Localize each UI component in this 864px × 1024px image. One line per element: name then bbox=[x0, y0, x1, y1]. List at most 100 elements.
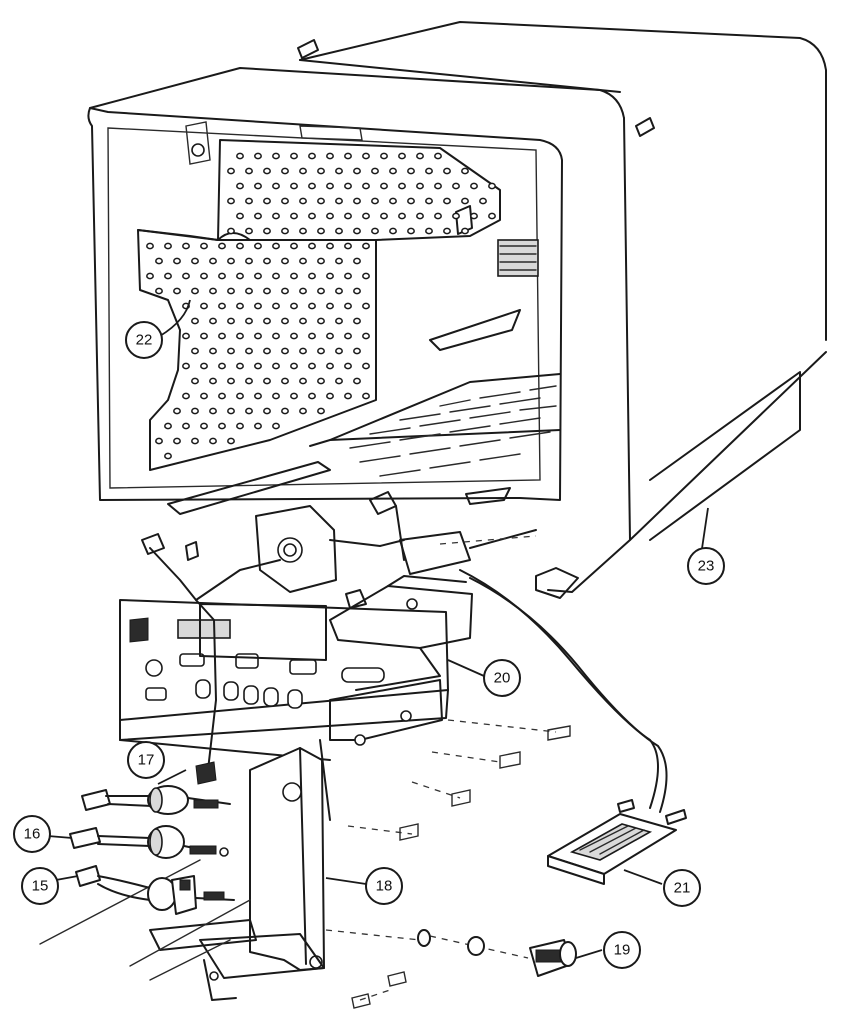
perforation-hole bbox=[335, 377, 343, 385]
perforation-hole bbox=[362, 332, 370, 340]
perforation-hole bbox=[236, 302, 244, 310]
perforation-hole bbox=[209, 407, 217, 415]
perforation-hole bbox=[470, 212, 478, 220]
chassis-back-panel bbox=[119, 599, 449, 761]
perforation-hole bbox=[398, 152, 406, 160]
perforation-hole bbox=[362, 392, 370, 400]
perforation-hole bbox=[209, 377, 217, 385]
ferrite-cable-16 bbox=[69, 825, 229, 859]
perforation-hole bbox=[281, 317, 289, 325]
perforation-hole bbox=[326, 182, 334, 190]
perforation-hole bbox=[317, 347, 325, 355]
perforation-hole bbox=[191, 347, 199, 355]
perforation-hole bbox=[209, 287, 217, 295]
callout-18-label: 18 bbox=[376, 878, 393, 895]
perforation-hole bbox=[308, 212, 316, 220]
perforation-hole bbox=[353, 347, 361, 355]
perforation-hole bbox=[200, 362, 208, 370]
perforation-hole bbox=[227, 257, 235, 265]
d-sub-connector bbox=[547, 799, 687, 885]
callout-19-label: 19 bbox=[614, 942, 631, 959]
perforation-hole bbox=[452, 182, 460, 190]
perforation-hole bbox=[389, 227, 397, 235]
perforation-hole bbox=[254, 182, 262, 190]
perforation-hole bbox=[236, 242, 244, 250]
perforation-hole bbox=[326, 392, 334, 400]
perforation-hole bbox=[236, 422, 244, 430]
perforation-hole bbox=[281, 227, 289, 235]
perforation-hole bbox=[335, 257, 343, 265]
perforation-hole bbox=[236, 272, 244, 280]
vent-slots bbox=[349, 385, 557, 477]
perforation-hole bbox=[416, 182, 424, 190]
perforation-hole bbox=[461, 227, 469, 235]
callout-20: 20 bbox=[483, 659, 521, 697]
perforation-hole bbox=[227, 377, 235, 385]
perforation-hole bbox=[209, 317, 217, 325]
perforation-hole bbox=[209, 347, 217, 355]
control-knob-19 bbox=[417, 929, 577, 977]
perforation-hole bbox=[182, 392, 190, 400]
perforation-hole bbox=[308, 392, 316, 400]
perforation-hole bbox=[218, 362, 226, 370]
callout-15-label: 15 bbox=[32, 878, 49, 895]
perforation-hole bbox=[353, 167, 361, 175]
cabinet-housing bbox=[87, 21, 827, 599]
perforation-hole bbox=[362, 362, 370, 370]
perforation-holes bbox=[146, 152, 496, 460]
perforation-hole bbox=[191, 317, 199, 325]
perforation-hole bbox=[272, 212, 280, 220]
perforation-hole bbox=[362, 212, 370, 220]
perforation-hole bbox=[479, 197, 487, 205]
wire-harness bbox=[141, 533, 281, 785]
perforation-hole bbox=[290, 182, 298, 190]
perforation-hole bbox=[200, 392, 208, 400]
perforation-hole bbox=[398, 212, 406, 220]
perforation-hole bbox=[218, 242, 226, 250]
perforation-hole bbox=[299, 347, 307, 355]
perforation-hole bbox=[398, 182, 406, 190]
perforation-hole bbox=[245, 407, 253, 415]
perforation-hole bbox=[263, 287, 271, 295]
perforation-hole bbox=[344, 302, 352, 310]
perforation-hole bbox=[290, 392, 298, 400]
perforation-hole bbox=[263, 347, 271, 355]
perforation-hole bbox=[407, 197, 415, 205]
callout-20-label: 20 bbox=[494, 670, 511, 687]
perforation-hole bbox=[245, 227, 253, 235]
perforation-hole bbox=[254, 362, 262, 370]
perforation-hole bbox=[263, 407, 271, 415]
perforation-hole bbox=[218, 332, 226, 340]
perforation-hole bbox=[182, 422, 190, 430]
perforation-hole bbox=[290, 242, 298, 250]
perforation-hole bbox=[263, 227, 271, 235]
callout-16: 16 bbox=[13, 815, 51, 853]
perforation-hole bbox=[281, 377, 289, 385]
perforation-hole bbox=[371, 167, 379, 175]
perforation-hole bbox=[317, 407, 325, 415]
perforation-hole bbox=[254, 212, 262, 220]
perforation-hole bbox=[299, 227, 307, 235]
perforation-hole bbox=[236, 362, 244, 370]
perforation-hole bbox=[299, 407, 307, 415]
perforation-hole bbox=[200, 332, 208, 340]
perforation-hole bbox=[245, 197, 253, 205]
perforation-hole bbox=[272, 422, 280, 430]
perforation-hole bbox=[182, 242, 190, 250]
callout-21: 21 bbox=[663, 869, 701, 907]
perforation-hole bbox=[281, 257, 289, 265]
perforation-hole bbox=[236, 182, 244, 190]
perforation-hole bbox=[290, 272, 298, 280]
perforation-hole bbox=[227, 167, 235, 175]
perforation-hole bbox=[173, 287, 181, 295]
perforation-hole bbox=[254, 332, 262, 340]
perforation-hole bbox=[443, 227, 451, 235]
perforation-hole bbox=[182, 272, 190, 280]
callout-21-label: 21 bbox=[674, 880, 691, 897]
perforation-hole bbox=[371, 227, 379, 235]
callout-17: 17 bbox=[127, 741, 165, 779]
perforation-hole bbox=[335, 227, 343, 235]
perforation-hole bbox=[380, 182, 388, 190]
perforation-hole bbox=[362, 182, 370, 190]
